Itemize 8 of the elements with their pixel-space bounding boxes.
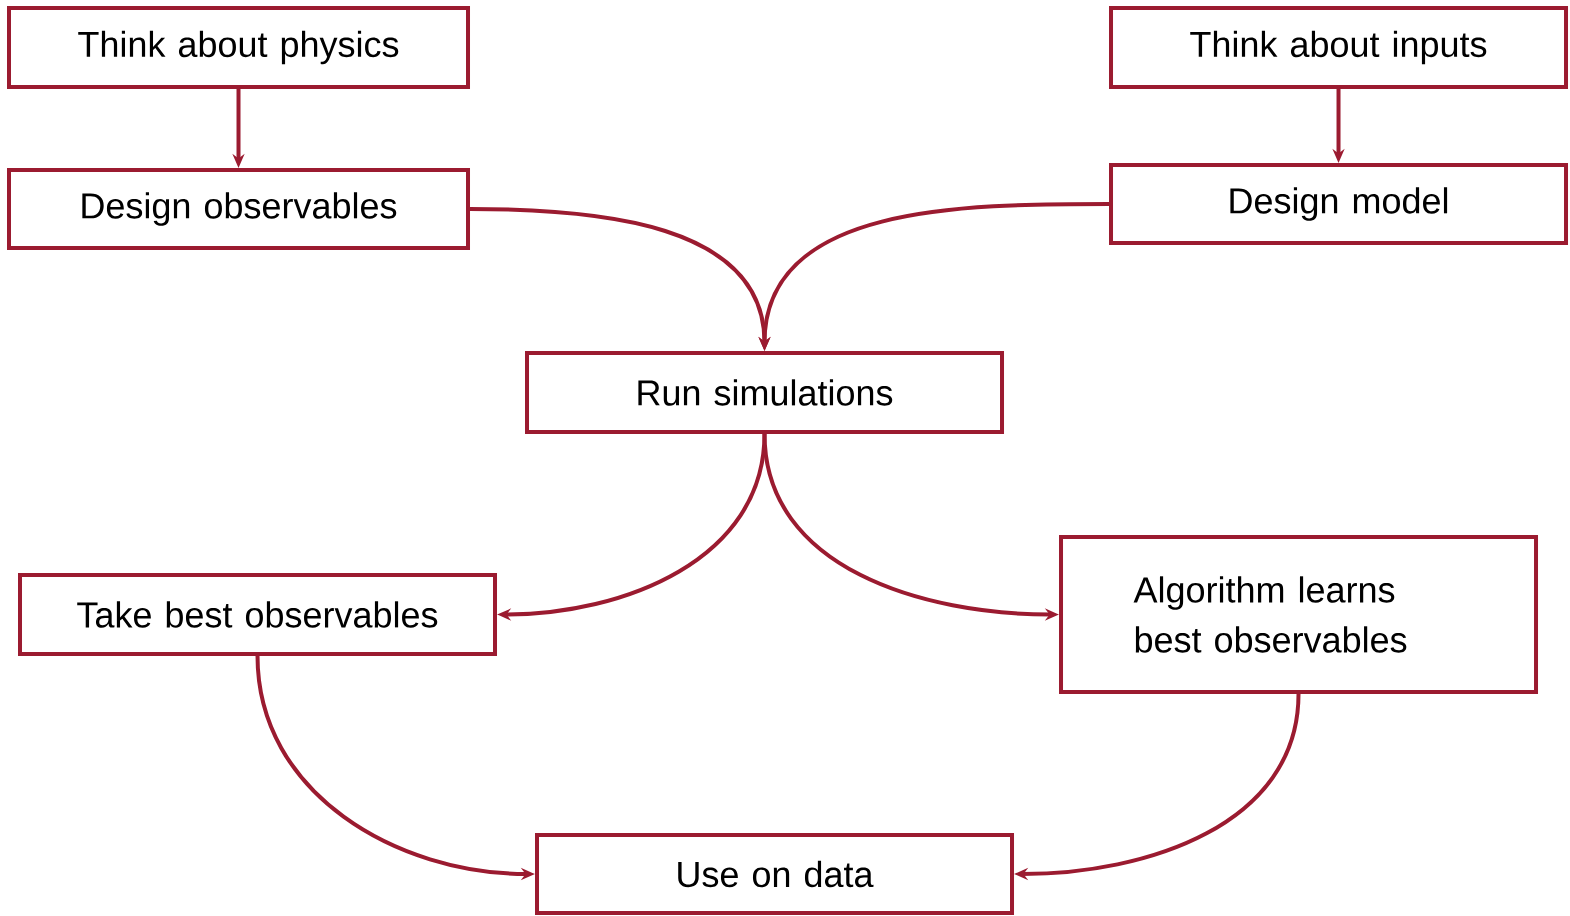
process-box: Design model xyxy=(1109,163,1568,245)
process-box: Use on data xyxy=(535,833,1014,915)
process-box: Take best observables xyxy=(18,573,497,656)
process-box: Think about physics xyxy=(7,6,470,89)
process-box: Think about inputs xyxy=(1109,6,1568,89)
process-box: Algorithm learns best observables xyxy=(1059,535,1538,694)
process-box: Design observables xyxy=(7,168,470,250)
process-box: Run simulations xyxy=(525,351,1004,434)
